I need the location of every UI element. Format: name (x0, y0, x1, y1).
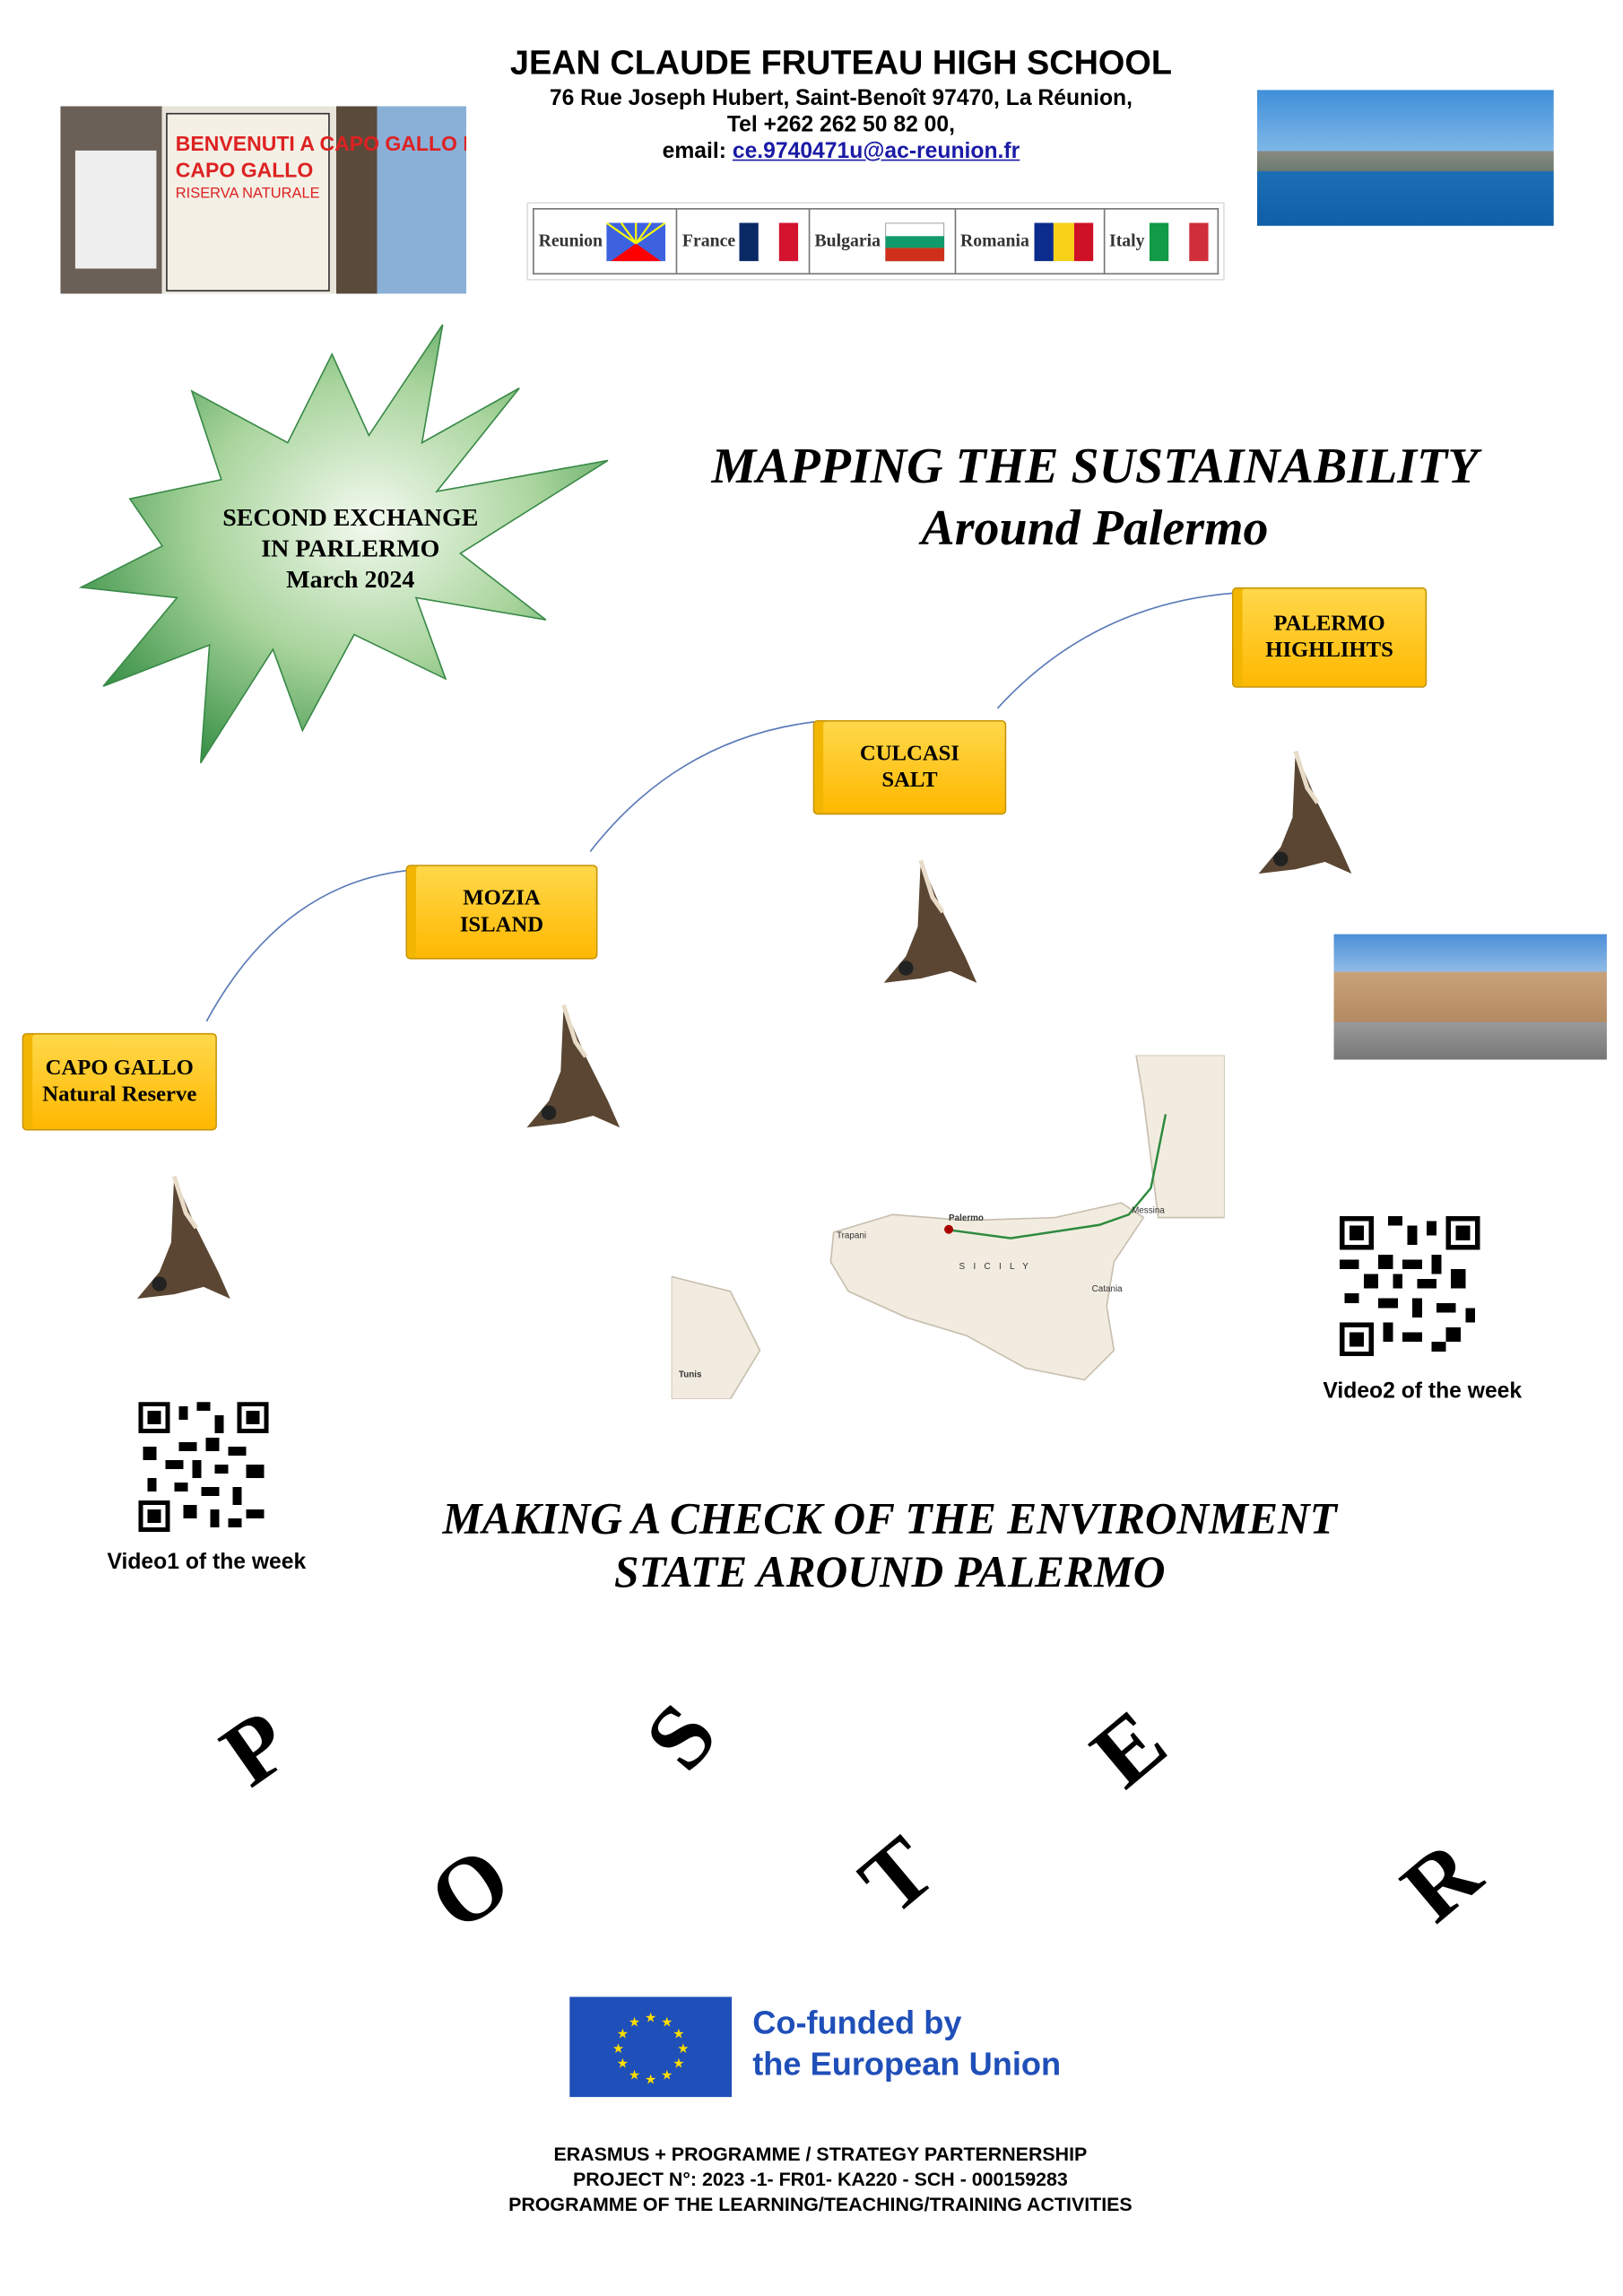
email-label: email: (662, 138, 733, 164)
svg-text:★: ★ (661, 2068, 673, 2083)
svg-text:★: ★ (629, 2068, 640, 2083)
sign-text: BENVENUTI A CAPO GALLO RISERVA NATURALE (176, 132, 466, 155)
svg-text:★: ★ (612, 2041, 624, 2057)
capo-gallo-sign-photo: BENVENUTI A CAPO GALLO RISERVA NATURALE C… (60, 106, 466, 294)
partner-flags-table: Reunion France Bulgaria Romania Italy (526, 202, 1225, 281)
poster-letter-s: S (626, 1685, 737, 1789)
partner-italy: Italy (1103, 208, 1219, 275)
video2-label: Video2 of the week (1323, 1378, 1523, 1404)
poster-letter-e: E (1073, 1691, 1185, 1807)
romania-flag-icon (1033, 222, 1093, 261)
eagle-icon (526, 1004, 621, 1128)
italy-flag-icon (1149, 222, 1209, 261)
poster-letter-r: R (1384, 1822, 1499, 1942)
eagle-icon (883, 859, 977, 983)
footer-activities: PROGRAMME OF THE LEARNING/TEACHING/TRAIN… (508, 2193, 1133, 2215)
svg-text:★: ★ (661, 2014, 673, 2030)
school-name: JEAN CLAUDE FRUTEAU HIGH SCHOOL (509, 42, 1172, 82)
route-connectors (205, 592, 1233, 1022)
main-title: MAPPING THE SUSTAINABILITY (711, 439, 1479, 495)
poster-letter-t: T (842, 1817, 954, 1935)
svg-text:★: ★ (673, 2056, 684, 2071)
partner-france: France (676, 208, 811, 275)
partner-bulgaria: Bulgaria (808, 208, 957, 275)
svg-text:★: ★ (645, 2072, 656, 2087)
eu-flag-icon: ★★★★★★★★★★★★ (569, 1996, 733, 2098)
school-email-line: email: ce.9740471u@ac-reunion.fr (354, 139, 1328, 164)
reunion-flag-icon (606, 222, 666, 261)
svg-text:Messina: Messina (1132, 1206, 1165, 1216)
sicily-map: Palermo S I C I L Y Messina Catania Trap… (671, 1055, 1225, 1399)
footer-project-number: PROJECT N°: 2023 -1- FR01- KA220 - SCH -… (572, 2168, 1068, 2190)
poster-letter-o: O (412, 1827, 529, 1951)
main-subtitle: Around Palermo (921, 501, 1269, 557)
svg-text:★: ★ (645, 2010, 656, 2025)
svg-text:★: ★ (629, 2014, 640, 2030)
svg-text:Tunis: Tunis (679, 1370, 702, 1379)
svg-text:★: ★ (617, 2056, 629, 2071)
footer-programme: ERASMUS + PROGRAMME / STRATEGY PARTERNER… (553, 2143, 1088, 2165)
eagle-icon (1258, 750, 1352, 874)
svg-text:★: ★ (617, 2026, 629, 2041)
france-flag-icon (740, 222, 799, 261)
bulgaria-flag-icon (884, 222, 944, 261)
school-phone: Tel +262 262 50 82 00, (726, 112, 955, 138)
svg-text:S I C I L Y: S I C I L Y (959, 1262, 1032, 1272)
svg-text:Trapani: Trapani (837, 1231, 866, 1241)
video1-qr-code[interactable] (137, 1402, 271, 1533)
starburst-shape (78, 324, 609, 764)
email-link[interactable]: ce.9740471u@ac-reunion.fr (732, 138, 1020, 164)
eagle-icon (137, 1175, 230, 1300)
svg-text:RISERVA NATURALE: RISERVA NATURALE (176, 185, 320, 201)
environment-title-line1: MAKING A CHECK OF THE ENVIRONMENT (442, 1494, 1337, 1544)
palermo-building-photo (1333, 934, 1607, 1060)
partner-romania: Romania (954, 208, 1106, 275)
video2-qr-code[interactable] (1338, 1215, 1482, 1357)
partner-reunion: Reunion (533, 208, 678, 275)
video1-label: Video1 of the week (107, 1549, 307, 1575)
svg-text:★: ★ (673, 2026, 684, 2041)
coast-photo (1256, 90, 1554, 226)
svg-text:Catania: Catania (1092, 1284, 1123, 1294)
environment-title-line2: STATE AROUND PALERMO (614, 1548, 1166, 1597)
svg-text:★: ★ (677, 2041, 689, 2057)
poster-letter-p: P (204, 1692, 308, 1806)
svg-text:CAPO GALLO: CAPO GALLO (176, 158, 313, 181)
svg-text:Palermo: Palermo (949, 1213, 984, 1223)
school-address: 76 Rue Joseph Hubert, Saint-Benoît 97470… (549, 85, 1133, 111)
